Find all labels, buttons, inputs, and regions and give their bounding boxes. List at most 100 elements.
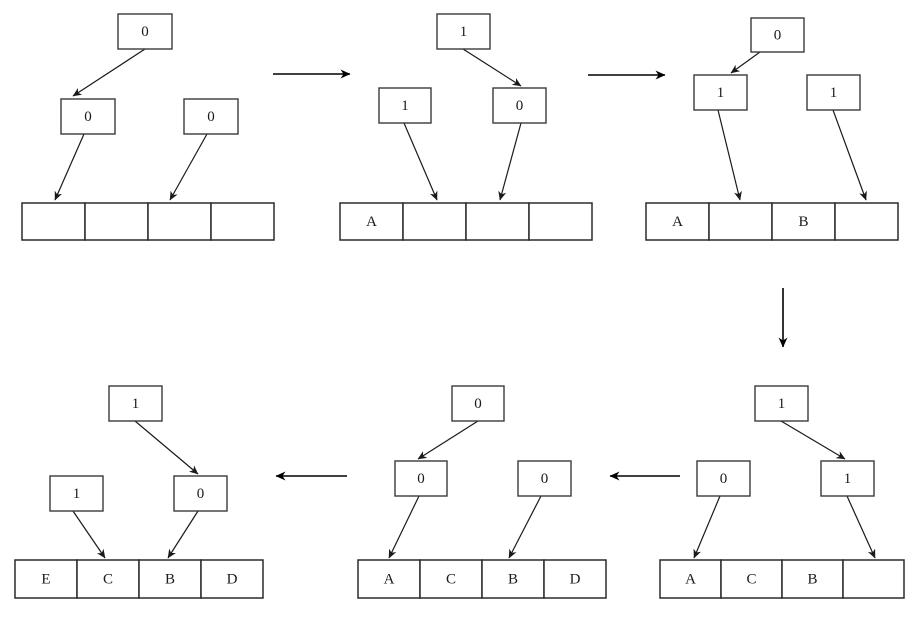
node-box-left-child[interactable]	[696, 460, 751, 497]
tree-node-root[interactable]: 1	[754, 385, 809, 422]
node-label-right-child: 1	[844, 471, 852, 487]
node-box-right-child[interactable]	[806, 74, 861, 111]
node-box-right-child[interactable]	[517, 460, 572, 497]
array-cell-0[interactable]	[21, 202, 86, 241]
array-cell-3[interactable]	[528, 202, 593, 241]
node-label-root: 1	[460, 24, 468, 40]
array-cell-3[interactable]	[543, 559, 607, 599]
edge-right-to-slot2	[169, 133, 208, 201]
array-cell-label-0: A	[672, 214, 683, 230]
edge-left-to-slot0	[54, 133, 85, 201]
tree-node-root[interactable]: 0	[117, 13, 173, 50]
node-label-right-child: 0	[541, 471, 549, 487]
node-box-right-child[interactable]	[173, 475, 228, 512]
array-cell-0[interactable]	[659, 559, 722, 599]
array-cell-1[interactable]	[84, 202, 149, 241]
node-box-root[interactable]	[754, 385, 809, 422]
array-cell-label-0: E	[41, 571, 50, 587]
node-label-left-child: 0	[720, 471, 728, 487]
node-box-right-child[interactable]	[183, 98, 239, 135]
node-label-left-child: 1	[717, 85, 725, 101]
edge-left-to-slot0	[388, 495, 420, 559]
array-step-2: A	[339, 202, 593, 241]
edge-root-to-left	[72, 48, 146, 97]
tree-node-root[interactable]: 1	[108, 385, 163, 422]
array-cell-label-2: B	[165, 571, 175, 587]
array-cell-label-2: B	[508, 571, 518, 587]
edge-left-to-slot1	[403, 122, 438, 201]
node-box-left-child[interactable]	[378, 87, 432, 124]
edge-root-to-left	[730, 51, 761, 74]
array-cell-label-3: D	[570, 571, 581, 587]
array-cell-1[interactable]	[720, 559, 783, 599]
array-cell-3[interactable]	[200, 559, 264, 599]
tree-node-root[interactable]: 1	[436, 13, 491, 50]
node-box-right-child[interactable]	[492, 87, 547, 124]
node-box-left-child[interactable]	[693, 74, 748, 111]
edge-root-to-right	[134, 420, 199, 475]
tree-node-left-child[interactable]: 1	[49, 475, 104, 512]
tree-node-left-child[interactable]: 1	[378, 87, 432, 124]
array-cell-2[interactable]	[138, 559, 202, 599]
edge-right-to-slot3	[832, 109, 867, 201]
array-cell-0[interactable]	[339, 202, 404, 241]
edge-left-to-slot1	[72, 510, 106, 559]
node-box-left-child[interactable]	[60, 98, 116, 135]
array-cell-1[interactable]	[708, 202, 773, 241]
edge-left-to-slot1	[717, 109, 742, 201]
array-cell-0[interactable]	[357, 559, 421, 599]
array-cell-2[interactable]	[771, 202, 836, 241]
node-box-root[interactable]	[117, 13, 173, 50]
array-cell-3[interactable]	[842, 559, 905, 599]
node-box-left-child[interactable]	[49, 475, 104, 512]
edge-root-to-right	[462, 48, 522, 87]
node-box-root[interactable]	[108, 385, 163, 422]
node-box-root[interactable]	[451, 385, 505, 422]
array-cell-2[interactable]	[147, 202, 212, 241]
edge-right-to-slot2	[508, 495, 542, 559]
tree-node-right-child[interactable]: 1	[820, 460, 875, 497]
tree-node-root[interactable]: 0	[750, 17, 805, 53]
edge-root-to-left	[417, 420, 479, 460]
node-label-left-child: 0	[84, 109, 92, 125]
array-cell-2[interactable]	[465, 202, 530, 241]
node-box-left-child[interactable]	[394, 460, 448, 497]
node-label-left-child: 1	[73, 486, 81, 502]
tree-node-right-child[interactable]: 0	[517, 460, 572, 497]
array-cell-1[interactable]	[419, 559, 483, 599]
array-cell-label-2: B	[798, 214, 808, 230]
tree-node-left-child[interactable]: 0	[60, 98, 116, 135]
tree-node-left-child[interactable]: 0	[394, 460, 448, 497]
node-label-root: 0	[474, 396, 482, 412]
edge-right-to-slot3	[846, 495, 876, 559]
tree-node-right-child[interactable]: 1	[806, 74, 861, 111]
tree-node-right-child[interactable]: 0	[173, 475, 228, 512]
array-cell-0[interactable]	[14, 559, 78, 599]
node-box-root[interactable]	[436, 13, 491, 50]
edge-right-to-slot2	[498, 122, 522, 201]
tree-node-root[interactable]: 0	[451, 385, 505, 422]
tree-node-left-child[interactable]: 0	[696, 460, 751, 497]
node-box-root[interactable]	[750, 17, 805, 53]
array-cell-1[interactable]	[402, 202, 467, 241]
tree-node-right-child[interactable]: 0	[492, 87, 547, 124]
array-cell-3[interactable]	[834, 202, 899, 241]
flow-arrows-layer	[273, 69, 788, 481]
node-label-root: 1	[778, 396, 786, 412]
array-cell-3[interactable]	[210, 202, 275, 241]
node-box-right-child[interactable]	[820, 460, 875, 497]
tree-node-right-child[interactable]: 0	[183, 98, 239, 135]
tree-node-left-child[interactable]: 1	[693, 74, 748, 111]
array-cell-label-2: B	[807, 571, 817, 587]
array-cell-label-1: C	[103, 571, 113, 587]
edge-root-to-right	[780, 420, 846, 460]
